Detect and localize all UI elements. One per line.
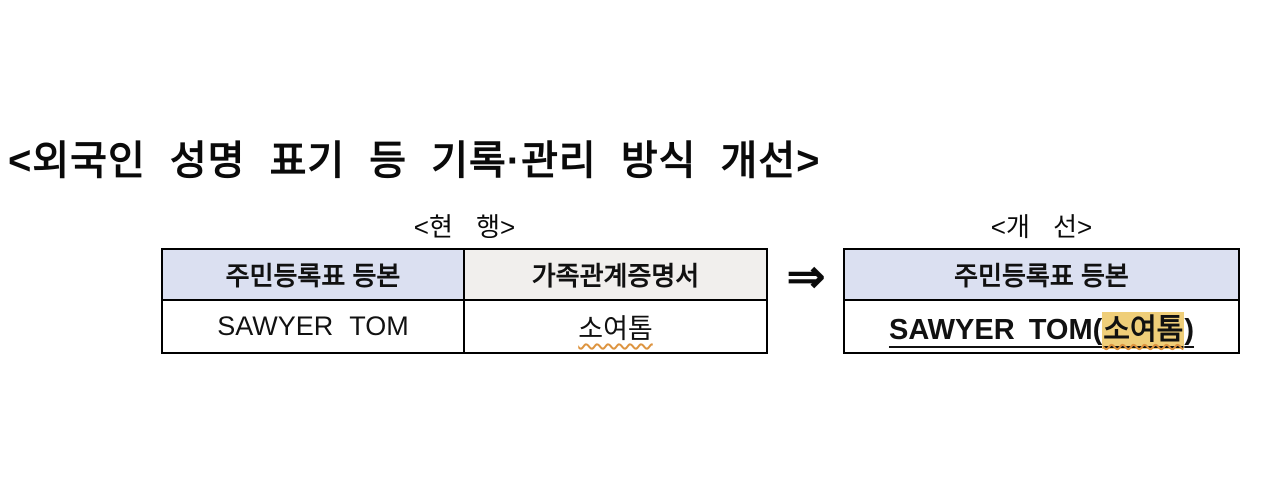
current-korean-name-cell: 소여톰 bbox=[465, 301, 766, 352]
improved-section: <개 선> 주민등록표 등본 SAWYER TOM(소여톰) bbox=[843, 210, 1240, 354]
improved-name-suffix: ) bbox=[1184, 313, 1195, 346]
improved-name-prefix: SAWYER TOM( bbox=[888, 313, 1103, 346]
improved-table-header-row: 주민등록표 등본 bbox=[845, 250, 1238, 301]
improved-name-cell: SAWYER TOM(소여톰) bbox=[845, 301, 1238, 352]
current-table-header-row: 주민등록표 등본 가족관계증명서 bbox=[163, 250, 766, 301]
current-korean-name-text: 소여톰 bbox=[578, 314, 653, 344]
improved-section-label: <개 선> bbox=[990, 212, 1093, 242]
improved-name-korean-highlight: 소여톰 bbox=[1102, 311, 1185, 349]
current-section-label: <현 행> bbox=[413, 212, 516, 242]
improved-table-data-row: SAWYER TOM(소여톰) bbox=[845, 301, 1238, 352]
current-roman-name-cell: SAWYER TOM bbox=[163, 301, 465, 352]
page-title: <외국인 성명 표기 등 기록·관리 방식 개선> bbox=[8, 139, 821, 183]
current-table: 주민등록표 등본 가족관계증명서 SAWYER TOM 소여톰 bbox=[161, 248, 768, 354]
improved-name-text: SAWYER TOM(소여톰) bbox=[888, 306, 1195, 349]
improved-table: 주민등록표 등본 SAWYER TOM(소여톰) bbox=[843, 248, 1240, 354]
current-table-data-row: SAWYER TOM 소여톰 bbox=[163, 301, 766, 352]
improved-header-resident-register: 주민등록표 등본 bbox=[845, 250, 1238, 301]
rightwards-double-arrow-icon: ⇒ bbox=[786, 249, 826, 302]
current-header-family-certificate: 가족관계증명서 bbox=[465, 250, 766, 301]
current-section: <현 행> 주민등록표 등본 가족관계증명서 SAWYER TOM 소여톰 bbox=[161, 210, 768, 354]
current-header-resident-register: 주민등록표 등본 bbox=[163, 250, 465, 301]
